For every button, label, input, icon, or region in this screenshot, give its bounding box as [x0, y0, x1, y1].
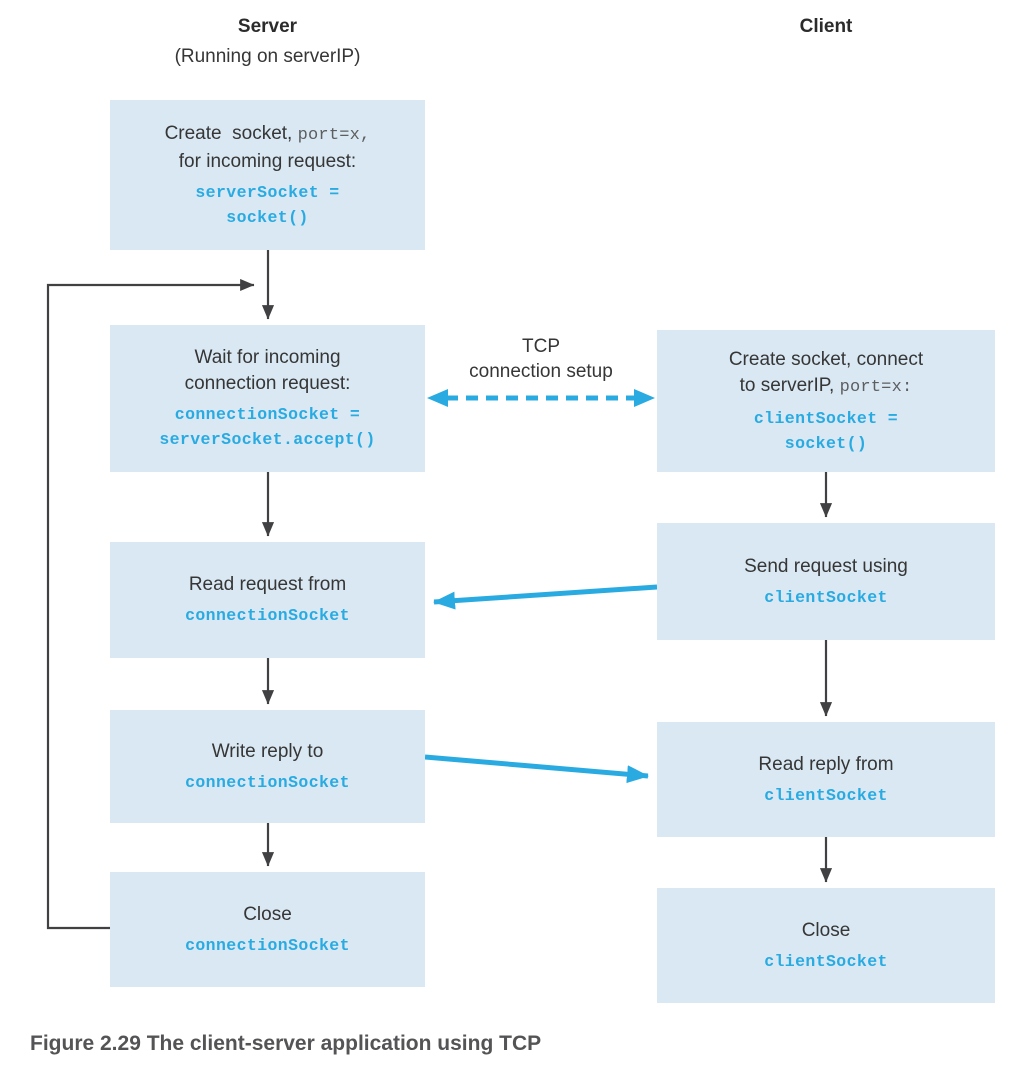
code-line: serverSocket.accept() [159, 430, 376, 449]
inline-code-port: port=x, [297, 125, 371, 145]
code-block: connectionSocket [185, 770, 350, 795]
server-read-request-box: Read request from connectionSocket [110, 542, 425, 658]
server-column-subtitle: (Running on serverIP) [174, 46, 361, 67]
box-label: Write reply to [211, 740, 324, 762]
box-label: Create socket, port=x, [165, 121, 371, 149]
code-line: clientSocket [764, 785, 888, 805]
code-line: connectionSocket [185, 935, 350, 955]
code-block: clientSocket [764, 783, 888, 808]
server-wait-connection-box: Wait for incoming connection request: co… [110, 325, 425, 472]
tcp-setup-arrowhead-left [427, 389, 448, 407]
inline-code-port: port=x: [839, 377, 913, 397]
code-line: clientSocket = [753, 408, 899, 428]
box-label: connection request: [184, 373, 351, 394]
server-write-reply-box: Write reply to connectionSocket [110, 710, 425, 823]
tcp-setup-label-line1: TCP [522, 336, 560, 357]
code-block: connectionSocket [185, 933, 350, 958]
box-label: Read request from [188, 574, 347, 595]
tcp-setup-label-line2: connection setup [469, 361, 613, 382]
server-column-title: Server [237, 16, 298, 37]
code-line: serverSocket = [195, 182, 340, 202]
client-column-title: Client [799, 16, 853, 37]
code-line: connectionSocket [185, 772, 350, 792]
code-block: clientSocket [764, 585, 888, 610]
tcp-setup-arrowhead-right [634, 389, 655, 407]
client-close-box: Close clientSocket [657, 888, 995, 1003]
code-line: connectionSocket = [174, 405, 361, 424]
code-line: connectionSocket [185, 606, 350, 625]
box-label: Send request using [744, 555, 908, 577]
box-label: Read reply from [758, 753, 894, 775]
code-line: clientSocket [764, 951, 888, 971]
tcp-setup-label: TCP connection setup [425, 334, 657, 384]
code-block: connectionSocket = serverSocket.accept() [159, 402, 375, 452]
code-block: clientSocket [764, 949, 888, 974]
box-label: for incoming request: [178, 150, 357, 172]
label-text: Create socket, [164, 122, 298, 144]
code-line: clientSocket [764, 587, 888, 607]
box-label: Wait for incoming [194, 347, 341, 368]
box-label: Close [243, 903, 292, 925]
client-create-socket-box: Create socket, connect to serverIP, port… [657, 330, 995, 472]
server-close-box: Close connectionSocket [110, 872, 425, 987]
box-label: Close [801, 919, 851, 941]
code-block: serverSocket = socket() [195, 180, 339, 230]
client-send-request-box: Send request using clientSocket [657, 523, 995, 640]
code-block: clientSocket = socket() [754, 406, 898, 456]
request-arrow [433, 584, 658, 610]
code-block: connectionSocket [185, 603, 350, 628]
box-label: Create socket, connect [728, 348, 924, 370]
code-line: socket() [226, 207, 309, 227]
label-text: to serverIP, [739, 374, 840, 396]
client-read-reply-box: Read reply from clientSocket [657, 722, 995, 837]
box-label: to serverIP, port=x: [740, 373, 913, 401]
code-line: socket() [784, 433, 868, 453]
reply-arrow [424, 754, 649, 784]
figure-caption: Figure 2.29 The client-server applicatio… [30, 1032, 542, 1055]
server-create-socket-box: Create socket, port=x, for incoming requ… [110, 100, 425, 250]
